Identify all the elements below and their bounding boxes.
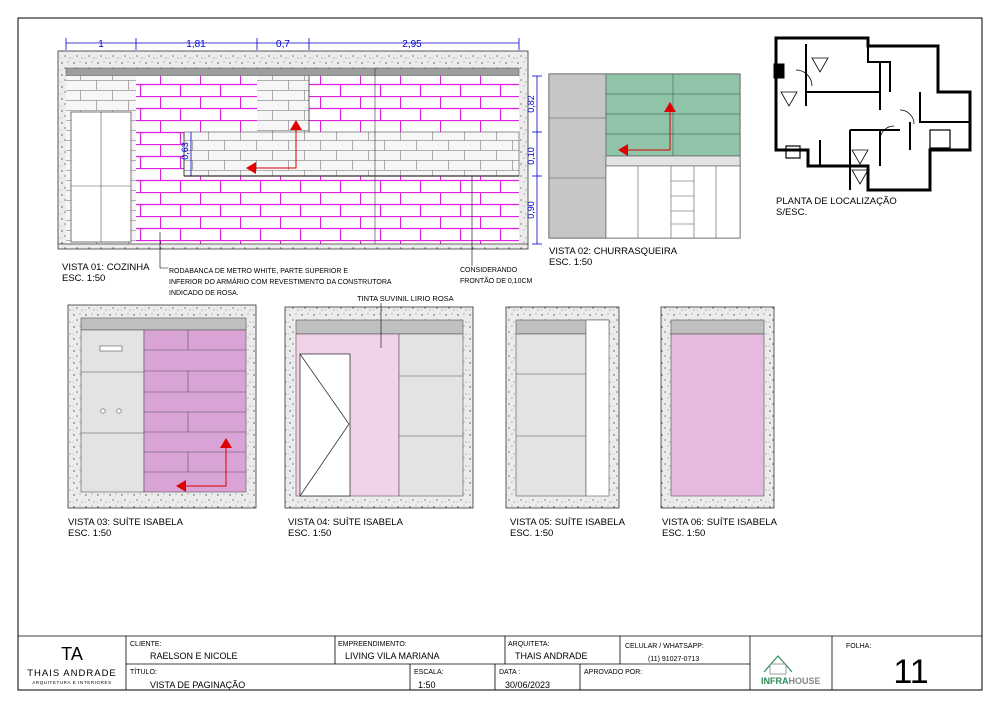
wardrobe [398, 333, 464, 497]
location-plan [773, 36, 972, 192]
note-rodabanca-line3: INDICADO DE ROSA. [169, 290, 239, 297]
empreendimento-value: LIVING VILA MARIANA [345, 651, 440, 661]
red-direction-arrow-2 [624, 108, 671, 151]
dim-top-4: 2,95 [402, 39, 422, 50]
partner-logo-house: HOUSE [789, 676, 821, 686]
ceiling-band [670, 319, 765, 335]
cliente-label: CLIENTE: [130, 641, 162, 648]
drawer-handle [99, 345, 123, 352]
data-value: 30/06/2023 [505, 680, 550, 690]
partner-logo-infra: INFRA [761, 676, 789, 686]
view-02-title: VISTA 02: CHURRASQUEIRA [549, 246, 678, 257]
ceiling-band [295, 319, 464, 335]
view-04-title: VISTA 04: SUÍTE ISABELA [288, 517, 404, 528]
view-05-suite [505, 306, 620, 509]
view-01-title: VISTA 01: COZINHA [62, 262, 150, 273]
view-04-suite [284, 303, 474, 509]
titulo-value: VISTA DE PAGINAÇÃO [150, 680, 245, 690]
titulo-label: TÍTULO: [130, 667, 157, 676]
gray-cabinet [80, 329, 145, 493]
folha-number: 11 [893, 653, 928, 691]
pink-painted-wall [670, 333, 765, 497]
dim-right-3: 0,90 [526, 201, 536, 219]
view-01-kitchen: 1 1,81 0,7 2,95 [57, 38, 542, 269]
view-06-title: VISTA 06: SUÍTE ISABELA [662, 517, 778, 528]
firm-subtitle: ARQUITETURA E INTERIORES [32, 680, 111, 685]
metro-white-backsplash [183, 131, 520, 177]
celular-value: (11) 91027-0713 [648, 656, 699, 663]
arquiteta-value: THAIS ANDRADE [515, 651, 588, 661]
data-label: DATA : [499, 669, 520, 676]
view-05-scale: ESC. 1:50 [510, 528, 553, 539]
right-dimension-line [532, 75, 542, 245]
magenta-tile-upper-left [136, 76, 257, 132]
dim-top-3: 0,7 [276, 39, 290, 50]
view-04-scale: ESC. 1:50 [288, 528, 331, 539]
dim-right-2: 0,10 [526, 147, 536, 165]
firm-logo-mark: TA [61, 644, 83, 664]
pink-tile-wall [143, 329, 247, 493]
dim-top-2: 1,81 [186, 39, 206, 50]
note-frontao-line1: CONSIDERANDO [460, 267, 518, 274]
location-plan-title: PLANTA DE LOCALIZAÇÃO [776, 196, 897, 207]
location-plan-scale: S/ESC. [776, 207, 807, 218]
note-rodabanca-line2: INFERIOR DO ARMÁRIO COM REVESTIMENTO DA … [169, 277, 392, 286]
magenta-tile-lower-left [136, 132, 184, 244]
red-direction-arrow-3 [182, 444, 227, 487]
firm-name: THAIS ANDRADE [27, 668, 117, 679]
side-column [548, 73, 607, 239]
countertop [605, 155, 741, 167]
sheet-border [17, 17, 983, 691]
red-direction-arrow [252, 124, 297, 169]
ceiling-band [65, 67, 520, 77]
magenta-tile-upper-right [309, 76, 519, 132]
ceiling-band [80, 317, 247, 331]
view-01-scale: ESC. 1:50 [62, 273, 105, 284]
door [299, 353, 351, 497]
aprovado-label: APROVADO POR: [584, 669, 642, 676]
cliente-value: RAELSON E NICOLE [150, 651, 238, 661]
lower-cabinets [605, 165, 741, 239]
note-tinta: TINTA SUVINIL LIRIO ROSA [357, 294, 454, 303]
empreendimento-label: EMPREENDIMENTO: [338, 641, 407, 648]
view-03-title: VISTA 03: SUÍTE ISABELA [68, 517, 184, 528]
gray-brick-wall-hood [257, 76, 309, 132]
view-02-scale: ESC. 1:50 [549, 257, 592, 268]
top-dimension-line [65, 38, 520, 50]
view-06-suite [660, 306, 775, 509]
arquiteta-label: ARQUITETA: [508, 641, 550, 648]
dim-left-inner: 0,63 [180, 142, 190, 160]
view-03-suite [67, 304, 257, 509]
svg-text:INFRAHOUSE: INFRAHOUSE [761, 676, 821, 686]
view-02-barbecue [548, 73, 741, 239]
view-03-scale: ESC. 1:50 [68, 528, 111, 539]
note-frontao-line2: FRONTÃO DE 0,10CM [460, 276, 533, 285]
dim-right-1: 0,82 [526, 95, 536, 113]
escala-label: ESCALA: [414, 669, 444, 676]
folha-label: FOLHA: [846, 643, 871, 650]
infrahouse-logo: INFRAHOUSE [761, 655, 821, 686]
title-block [18, 635, 982, 690]
wardrobe [515, 333, 587, 497]
view-05-title: VISTA 05: SUÍTE ISABELA [510, 517, 626, 528]
magenta-tile-lower [184, 176, 519, 244]
escala-value: 1:50 [418, 680, 436, 690]
note-rodabanca-line1: RODABANCA DE METRO WHITE, PARTE SUPERIOR… [169, 268, 348, 275]
view-06-scale: ESC. 1:50 [662, 528, 705, 539]
celular-label: CELULAR / WHATSAPP: [625, 643, 704, 650]
dim-top-1: 1 [98, 39, 104, 50]
